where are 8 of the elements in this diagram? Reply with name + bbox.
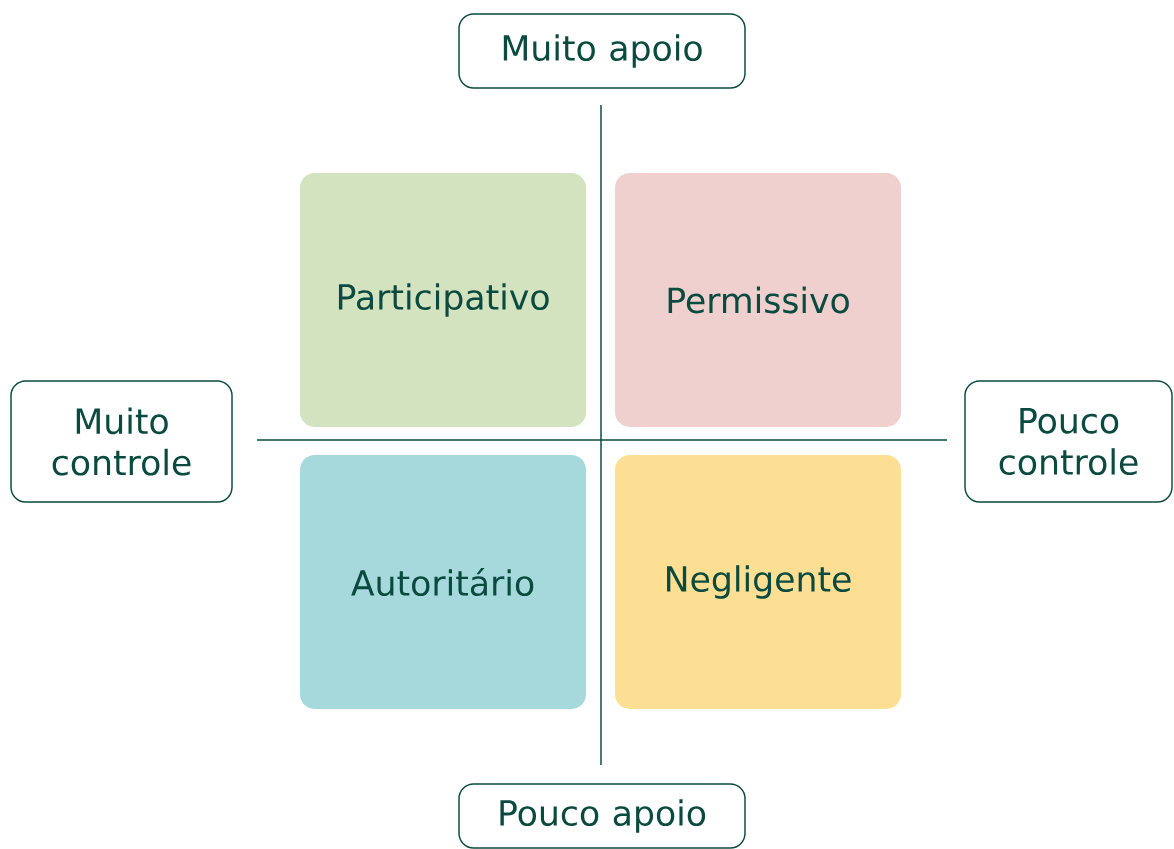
- axis-label-box: Pouco controle: [964, 380, 1173, 503]
- quadrant-box: Negligente: [615, 455, 901, 709]
- quadrant-box: Permissivo: [615, 173, 901, 427]
- axis-label-box: Pouco apoio: [458, 783, 746, 849]
- axis-label-box: Muito apoio: [458, 13, 746, 89]
- quadrant-box: Autoritário: [300, 455, 586, 709]
- axis-label-box: Muito controle: [10, 380, 233, 503]
- quadrant-box: Participativo: [300, 173, 586, 427]
